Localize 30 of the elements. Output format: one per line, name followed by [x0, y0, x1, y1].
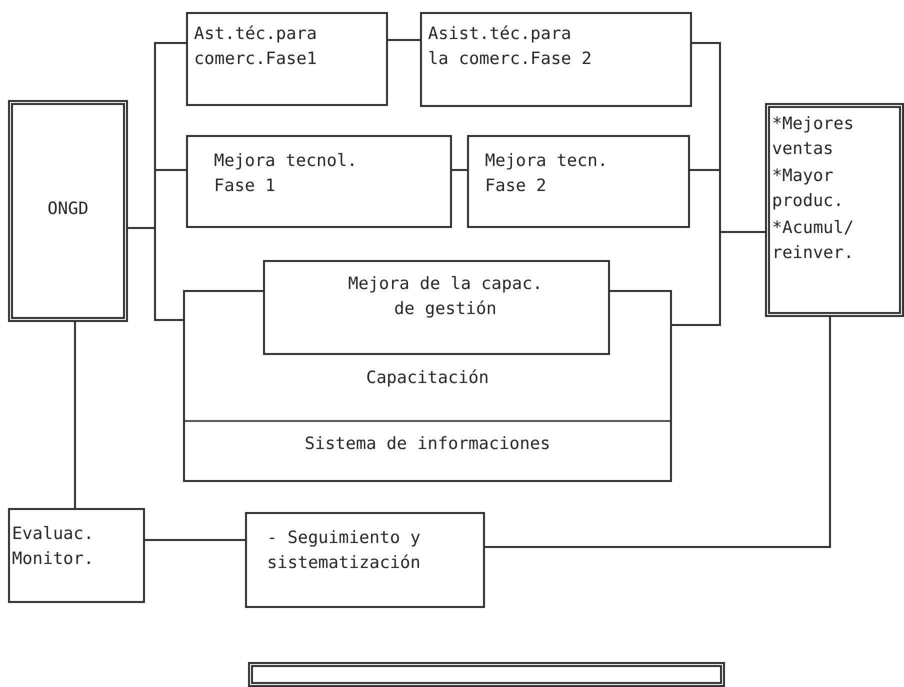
- box-label: Mejora de la capac. de gestión: [347, 273, 544, 321]
- connector-line: [74, 322, 76, 508]
- result-item: *Mejores ventas: [772, 113, 855, 161]
- connector-line: [388, 39, 420, 41]
- connector-line: [128, 227, 183, 321]
- process-box: [263, 260, 610, 355]
- connector-line: [672, 231, 765, 326]
- process-box: [186, 135, 452, 228]
- process-box: [420, 12, 692, 107]
- connector-line: [452, 169, 467, 171]
- connector-line: [485, 317, 831, 548]
- double-bordered-box: [765, 103, 904, 317]
- box-label: Mejora tecn. Fase 2: [485, 150, 609, 198]
- box-label: Evaluac. Monitor.: [12, 523, 94, 571]
- process-box: [245, 512, 485, 608]
- section-label: Capacitación: [365, 367, 490, 390]
- double-bordered-box: [8, 100, 128, 322]
- box-label: Asist.téc.para la comerc.Fase 2: [428, 23, 592, 71]
- box-label: Ast.téc.para comerc.Fase1: [194, 23, 317, 71]
- section-label: Sistema de informaciones: [304, 433, 552, 456]
- box-label: ONGD: [46, 198, 90, 221]
- result-item: *Mayor produc.: [772, 165, 845, 213]
- process-box: [186, 12, 388, 106]
- connector-line: [145, 539, 245, 541]
- box-label: Mejora tecnol. Fase 1: [214, 150, 358, 198]
- process-box: [8, 508, 145, 603]
- box-label: - Seguimiento y sistematización: [267, 527, 422, 575]
- box-shape: [248, 662, 725, 687]
- result-item: *Acumul/ reinver.: [772, 217, 855, 265]
- process-box: [467, 135, 690, 228]
